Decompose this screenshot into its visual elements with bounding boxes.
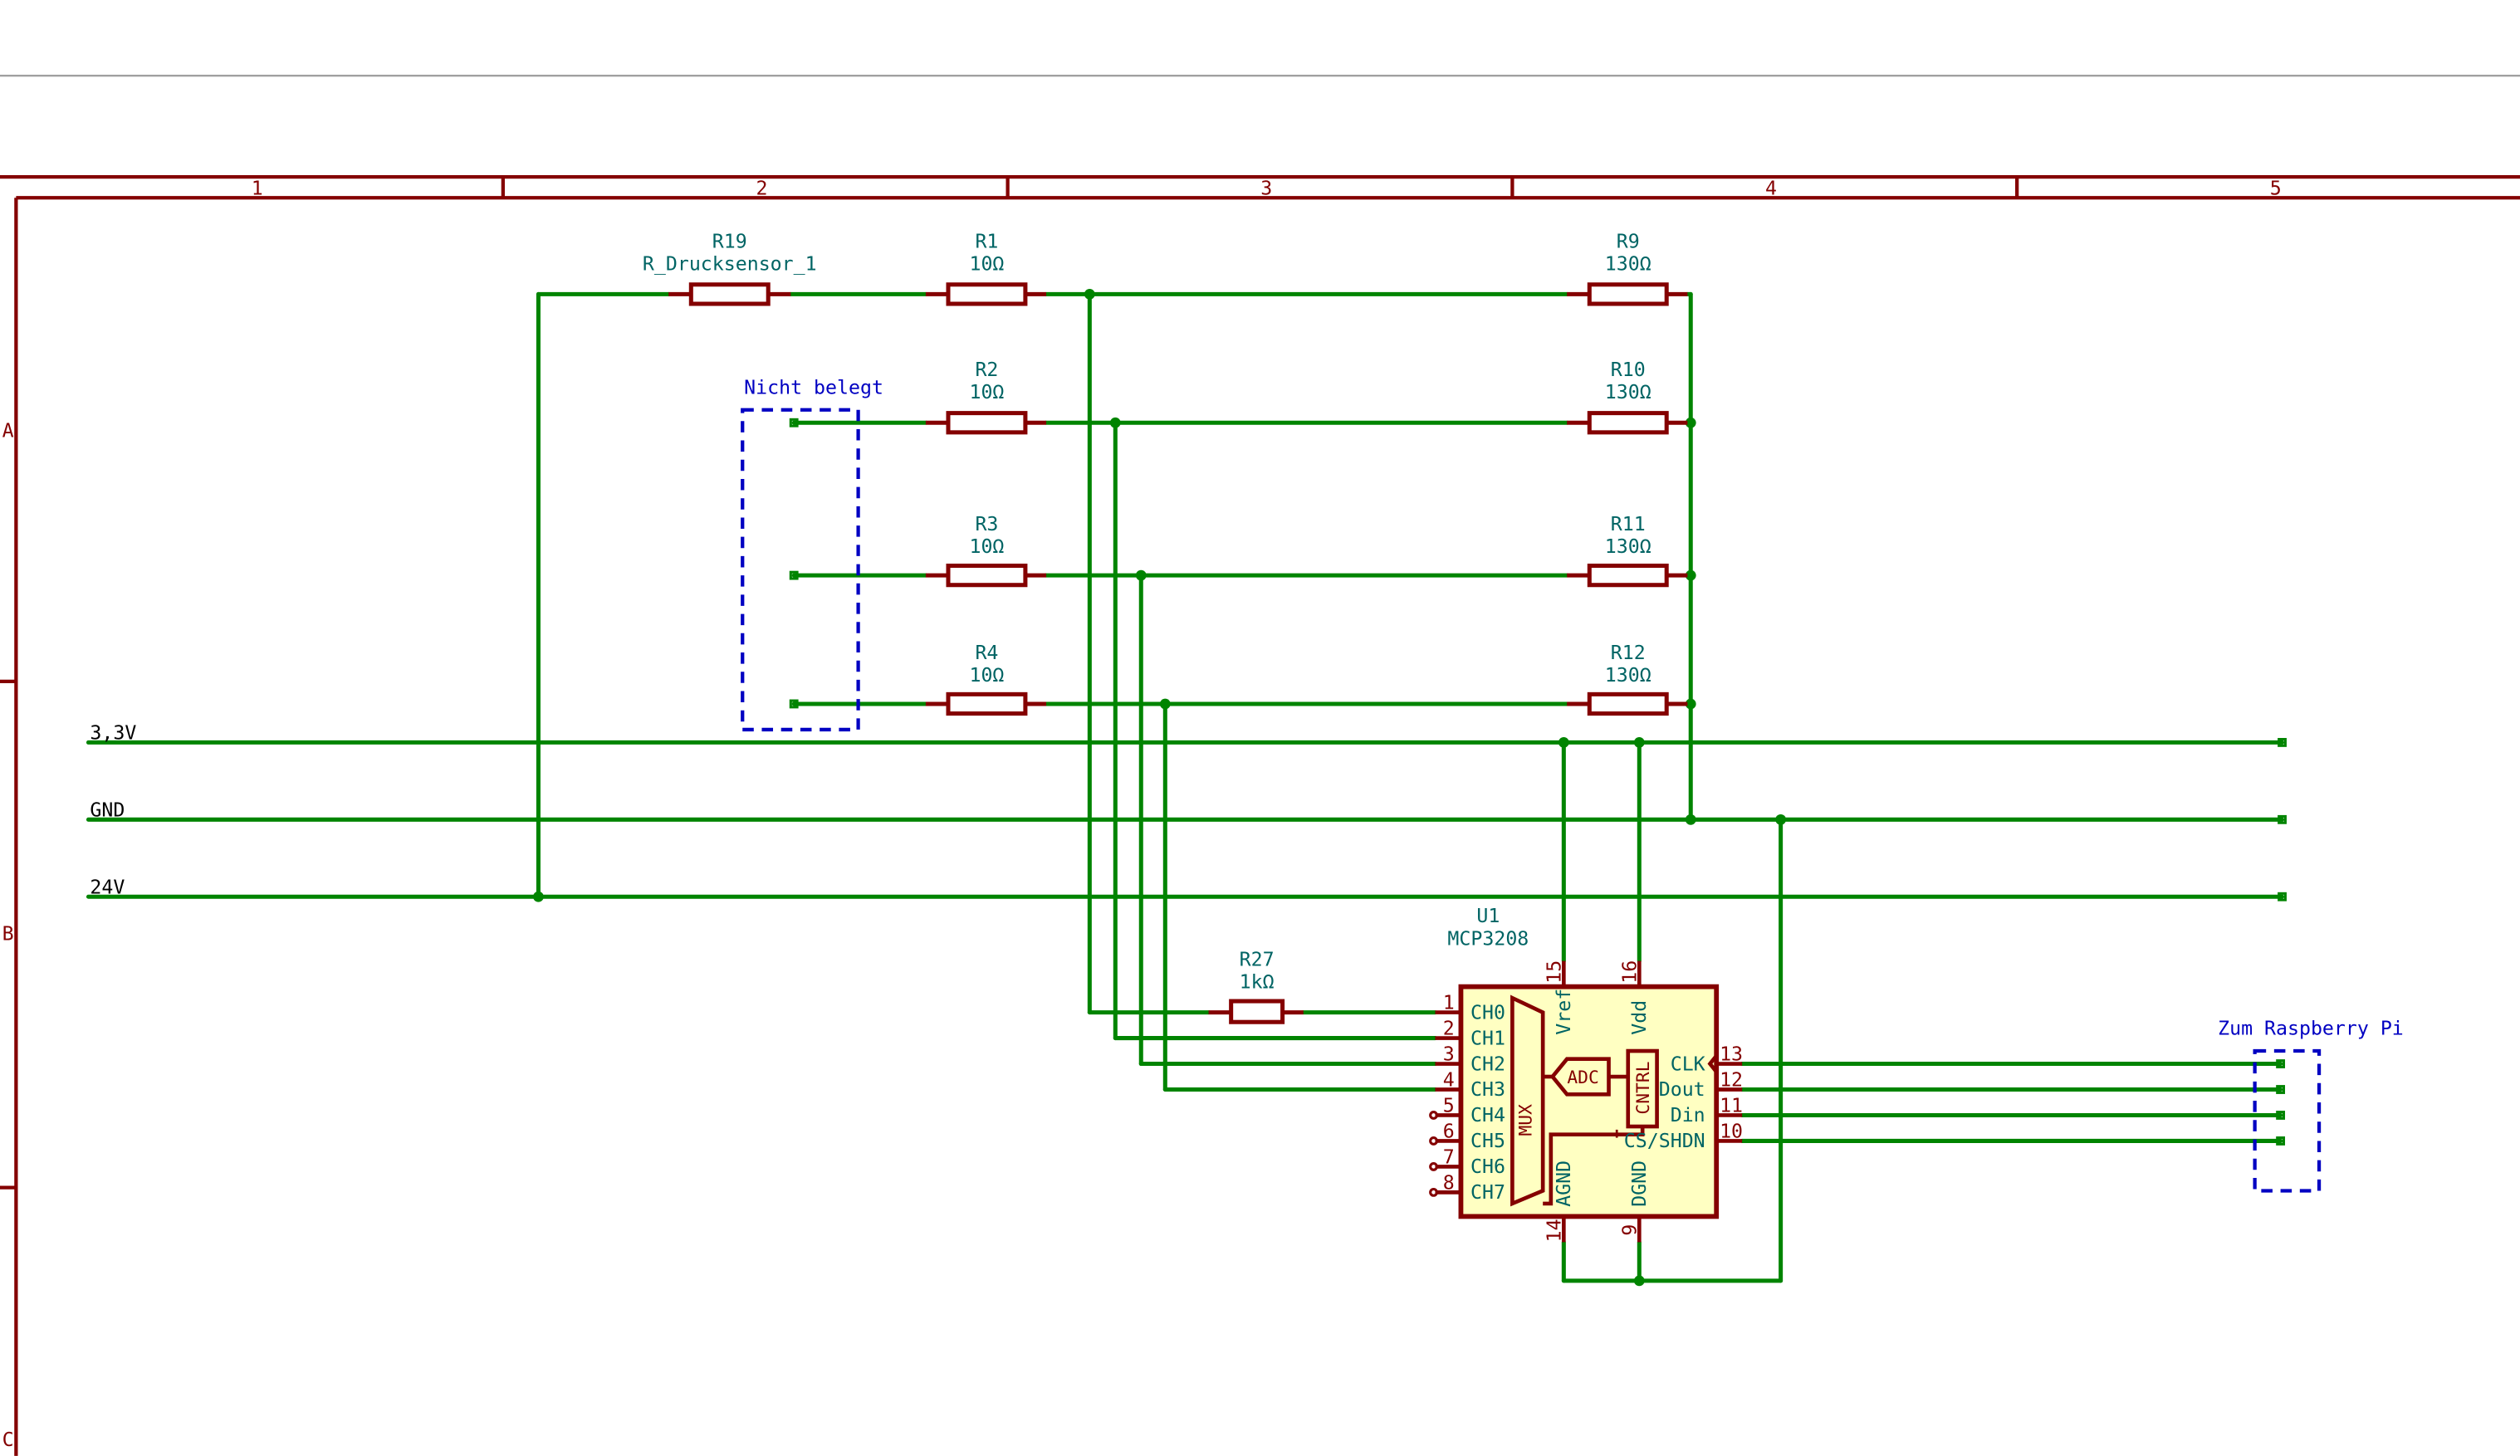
pin-7-num: 7 bbox=[1443, 1146, 1455, 1169]
junctions bbox=[533, 289, 1787, 1287]
r4-value: 10Ω bbox=[969, 664, 1004, 686]
raspberry-pi-connector-box: Zum Raspberry Pi bbox=[2218, 1018, 2404, 1193]
pin-vref-name: Vref bbox=[1553, 989, 1575, 1035]
pin-1-num: 1 bbox=[1443, 992, 1455, 1014]
pin-vdd-name: Vdd bbox=[1628, 1000, 1651, 1035]
pin-11-num: 11 bbox=[1720, 1095, 1743, 1117]
r11-ref: R11 bbox=[1611, 513, 1646, 535]
pin-4-num: 4 bbox=[1443, 1069, 1455, 1092]
ic-right-pins: 13 12 11 10 CLK Dout Din CS/SHDN bbox=[1615, 1043, 1743, 1152]
r19-value: R_Drucksensor_1 bbox=[643, 252, 817, 275]
pin-5-num: 5 bbox=[1443, 1095, 1455, 1117]
pin-ch0-name: CH0 bbox=[1470, 1001, 1505, 1024]
pin-ch1-name: CH1 bbox=[1470, 1027, 1505, 1049]
pin-8-num: 8 bbox=[1443, 1172, 1455, 1195]
nicht-belegt-label: Nicht belegt bbox=[744, 376, 883, 398]
r10-ref: R10 bbox=[1611, 359, 1646, 381]
pin-13-num: 13 bbox=[1720, 1043, 1743, 1066]
resistor-r1[interactable]: R1 10Ω bbox=[925, 230, 1047, 306]
row-label-b: B bbox=[2, 922, 14, 945]
r10-value: 130Ω bbox=[1605, 381, 1651, 403]
pin-ch7-name: CH7 bbox=[1470, 1181, 1505, 1204]
resistor-r12[interactable]: R12 130Ω bbox=[1567, 642, 1688, 716]
r1-value: 10Ω bbox=[969, 252, 1004, 275]
r1-ref: R1 bbox=[975, 230, 998, 252]
pin-12-num: 12 bbox=[1720, 1069, 1743, 1092]
resistor-r2[interactable]: R2 10Ω bbox=[925, 359, 1047, 435]
pin-9-num: 9 bbox=[1618, 1224, 1641, 1236]
column-label-4: 4 bbox=[1765, 177, 1777, 199]
pin-cs-shdn-name: CS/SHDN bbox=[1624, 1130, 1705, 1152]
pin-ch5-name: CH5 bbox=[1470, 1130, 1505, 1152]
pin-ch6-name: CH6 bbox=[1470, 1156, 1505, 1178]
pin-agnd-name: AGND bbox=[1553, 1160, 1575, 1207]
r27-value: 1kΩ bbox=[1240, 971, 1275, 994]
resistor-r19[interactable]: R19 R_Drucksensor_1 bbox=[643, 230, 817, 306]
r11-value: 130Ω bbox=[1605, 535, 1651, 558]
row-label-a: A bbox=[2, 420, 14, 442]
r3-ref: R3 bbox=[975, 513, 998, 535]
ic-bottom-pins: 14 9 AGND DGND bbox=[1543, 1160, 1651, 1243]
pin-dgnd-name: DGND bbox=[1628, 1160, 1651, 1207]
zum-raspberry-pi-label: Zum Raspberry Pi bbox=[2218, 1018, 2404, 1040]
ic-top-pins: 15 16 Vref Vdd bbox=[1543, 960, 1651, 1035]
pin-14-num: 14 bbox=[1543, 1219, 1565, 1242]
terminals bbox=[789, 418, 2287, 1146]
sheet-border: 1 2 3 4 5 A B C bbox=[0, 174, 2520, 1456]
column-label-3: 3 bbox=[1260, 177, 1272, 199]
not-connected-box: Nicht belegt bbox=[741, 376, 883, 732]
resistor-r4[interactable]: R4 10Ω bbox=[925, 642, 1047, 716]
r2-ref: R2 bbox=[975, 359, 998, 381]
r9-ref: R9 bbox=[1617, 230, 1640, 252]
pin-ch3-name: CH3 bbox=[1470, 1078, 1505, 1101]
mux-block bbox=[1510, 994, 1545, 1207]
pin-6-num: 6 bbox=[1443, 1121, 1455, 1143]
net-label-24v: 24V bbox=[90, 876, 125, 898]
r3-value: 10Ω bbox=[969, 535, 1004, 558]
column-label-5: 5 bbox=[2270, 177, 2282, 199]
cntrl-label: CNTRL bbox=[1633, 1062, 1654, 1115]
ic-body bbox=[1458, 984, 1720, 1219]
r2-value: 10Ω bbox=[969, 381, 1004, 403]
pin-15-num: 15 bbox=[1543, 960, 1565, 984]
net-label-3v3: 3,3V bbox=[90, 722, 136, 745]
pin-din-name: Din bbox=[1671, 1104, 1705, 1126]
r19-ref: R19 bbox=[712, 230, 747, 252]
r27-ref: R27 bbox=[1240, 948, 1275, 970]
pin-3-num: 3 bbox=[1443, 1043, 1455, 1066]
u1-value: MCP3208 bbox=[1447, 927, 1529, 950]
pin-clk-name: CLK bbox=[1671, 1053, 1705, 1075]
r12-ref: R12 bbox=[1611, 642, 1646, 664]
pin-dout-name: Dout bbox=[1659, 1078, 1705, 1101]
pin-10-num: 10 bbox=[1720, 1121, 1743, 1143]
resistor-r27[interactable]: R27 1kΩ bbox=[1208, 948, 1304, 1024]
adc-label: ADC bbox=[1567, 1068, 1598, 1088]
r4-ref: R4 bbox=[975, 642, 998, 664]
ic-u1-mcp3208[interactable]: U1 MCP3208 MUX ADC CNTRL 1 bbox=[1429, 905, 1743, 1243]
u1-ref: U1 bbox=[1476, 905, 1500, 927]
resistor-r10[interactable]: R10 130Ω bbox=[1567, 359, 1688, 435]
mux-label: MUX bbox=[1516, 1104, 1537, 1136]
wires bbox=[86, 291, 2285, 1283]
column-label-1: 1 bbox=[252, 177, 263, 199]
r9-value: 130Ω bbox=[1605, 252, 1651, 275]
pin-16-num: 16 bbox=[1618, 960, 1641, 984]
ic-left-pins: 1 2 3 4 5 6 7 8 CH0 CH1 CH2 CH3 CH4 CH5 … bbox=[1429, 992, 1505, 1204]
pin-ch2-name: CH2 bbox=[1470, 1053, 1505, 1075]
r12-value: 130Ω bbox=[1605, 664, 1651, 686]
pin-ch4-name: CH4 bbox=[1470, 1104, 1505, 1126]
pin-2-num: 2 bbox=[1443, 1018, 1455, 1040]
resistor-r3[interactable]: R3 10Ω bbox=[925, 513, 1047, 588]
resistor-r9[interactable]: R9 130Ω bbox=[1567, 230, 1688, 306]
column-label-2: 2 bbox=[756, 177, 767, 199]
net-label-gnd: GND bbox=[90, 799, 125, 821]
resistor-r11[interactable]: R11 130Ω bbox=[1567, 513, 1688, 588]
row-label-c: C bbox=[2, 1429, 14, 1451]
